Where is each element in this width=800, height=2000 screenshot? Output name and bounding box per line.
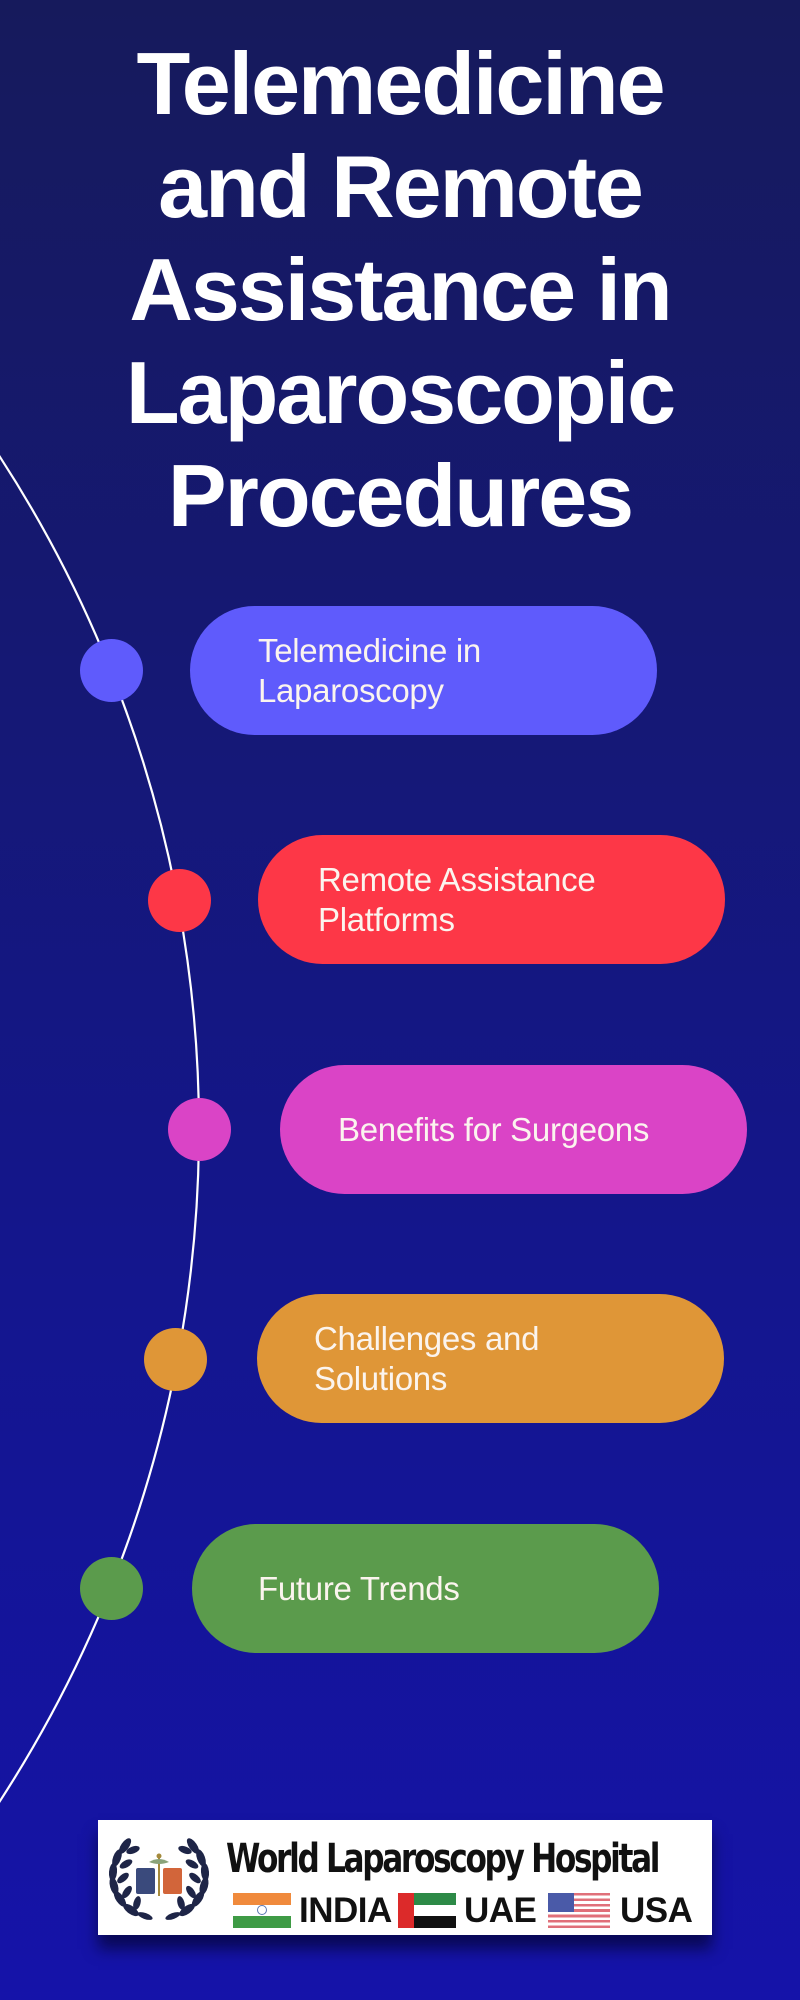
location-india: INDIA	[233, 1893, 392, 1928]
title-line-4: Laparoscopic	[125, 343, 676, 442]
label-line: Remote Assistance	[318, 860, 596, 898]
label-line: Telemedicine in	[258, 631, 481, 669]
timeline-dot-1	[80, 639, 143, 702]
timeline-item-label: Challenges and Solutions	[314, 1319, 539, 1399]
location-label: USA	[620, 1891, 693, 1930]
location-label: INDIA	[299, 1891, 392, 1930]
label-line: Challenges and	[314, 1319, 540, 1357]
label-line: Solutions	[314, 1359, 448, 1397]
timeline-item-benefits-for-surgeons: Benefits for Surgeons	[280, 1065, 747, 1194]
hospital-name: World Laparoscopy Hospital	[226, 1836, 661, 1882]
timeline-item-label: Remote Assistance Platforms	[318, 860, 596, 940]
title-line-5: Procedures	[167, 446, 634, 545]
page-title: Telemedicine and Remote Assistance in La…	[0, 32, 800, 547]
timeline-item-future-trends: Future Trends	[192, 1524, 659, 1653]
location-usa: USA	[548, 1891, 693, 1930]
timeline-dot-4	[144, 1328, 207, 1391]
usa-flag-icon	[548, 1893, 610, 1928]
timeline-item-label: Future Trends	[258, 1569, 460, 1609]
timeline-item-remote-assistance-platforms: Remote Assistance Platforms	[258, 835, 725, 964]
laurel-emblem-icon	[108, 1838, 210, 1920]
uae-flag-icon	[398, 1893, 456, 1928]
title-line-3: Assistance in	[129, 240, 672, 339]
label-line: Laparoscopy	[258, 671, 444, 709]
timeline-item-label: Telemedicine in Laparoscopy	[258, 631, 481, 711]
timeline-dot-2	[148, 869, 211, 932]
timeline-item-challenges-and-solutions: Challenges and Solutions	[257, 1294, 724, 1423]
location-label: UAE	[464, 1891, 537, 1930]
timeline-item-telemedicine-in-laparoscopy: Telemedicine in Laparoscopy	[190, 606, 657, 735]
timeline-item-label: Benefits for Surgeons	[338, 1110, 649, 1150]
location-uae: UAE	[398, 1891, 537, 1930]
india-flag-icon	[233, 1893, 291, 1928]
timeline-dot-3	[168, 1098, 231, 1161]
label-line: Future Trends	[258, 1569, 460, 1607]
timeline-dot-5	[80, 1557, 143, 1620]
title-line-2: and Remote	[158, 137, 644, 236]
hospital-logo-banner: World Laparoscopy Hospital INDIA UAE	[98, 1820, 712, 1935]
label-line: Platforms	[318, 900, 455, 938]
title-line-1: Telemedicine	[136, 34, 665, 133]
label-line: Benefits for Surgeons	[338, 1110, 650, 1148]
